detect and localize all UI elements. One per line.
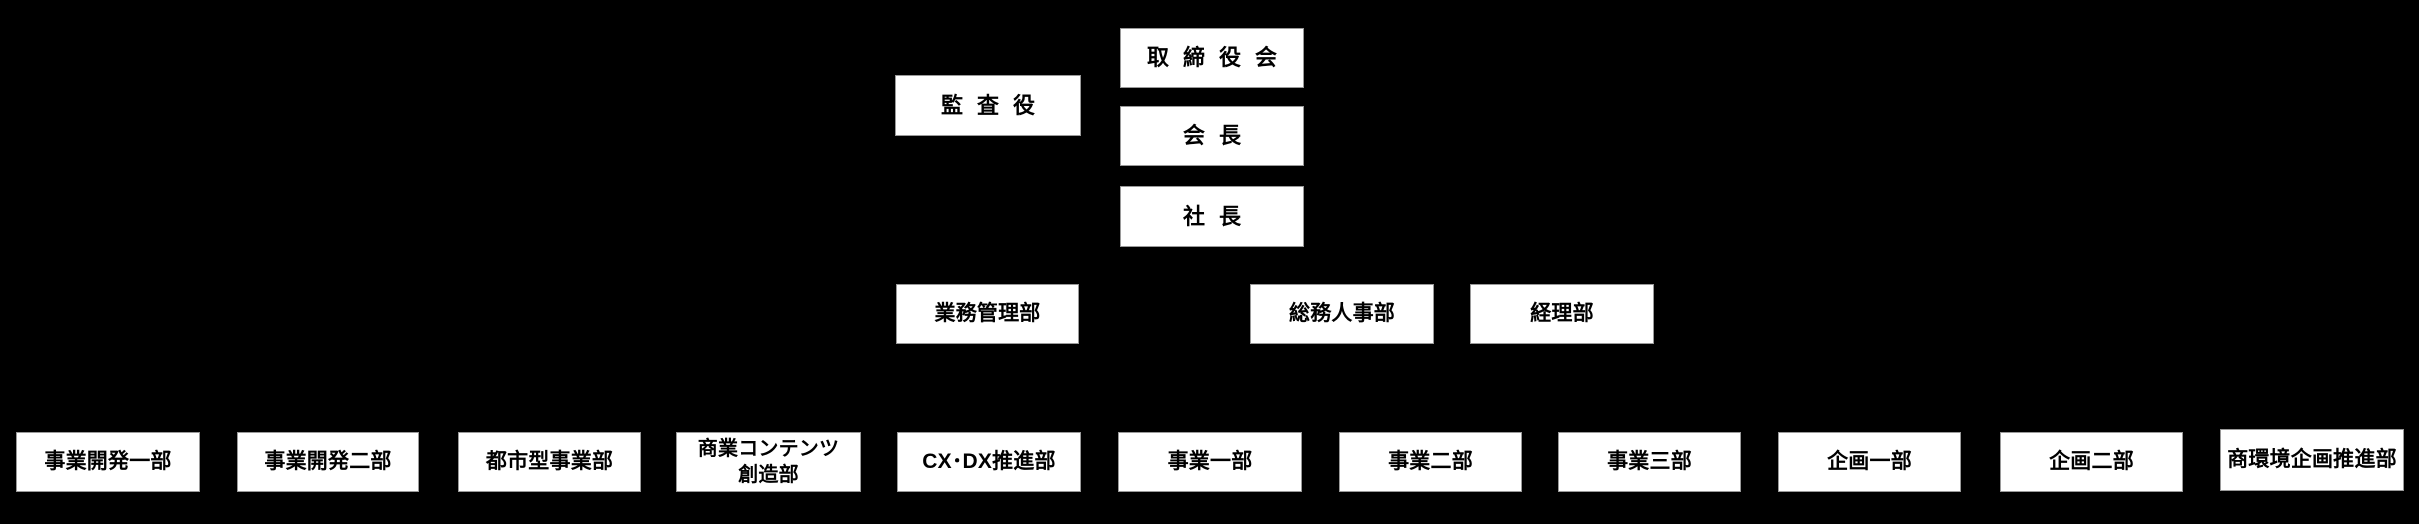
node-chairman[interactable]: 会長 bbox=[1120, 106, 1304, 166]
node-commercial-content-creation-dept[interactable]: 商業コンテンツ 創造部 bbox=[676, 432, 861, 492]
node-planning-dept-2[interactable]: 企画二部 bbox=[2000, 432, 2183, 492]
node-cx-dx-promotion-dept[interactable]: CX･DX推進部 bbox=[897, 432, 1081, 492]
node-general-affairs-hr-dept[interactable]: 総務人事部 bbox=[1250, 284, 1434, 344]
node-business-management-dept[interactable]: 業務管理部 bbox=[896, 284, 1079, 344]
node-business-development-dept-1[interactable]: 事業開発一部 bbox=[16, 432, 200, 492]
node-urban-business-dept[interactable]: 都市型事業部 bbox=[458, 432, 641, 492]
node-president[interactable]: 社長 bbox=[1120, 186, 1304, 247]
node-board-of-directors[interactable]: 取締役会 bbox=[1120, 28, 1304, 88]
node-business-dept-3[interactable]: 事業三部 bbox=[1558, 432, 1741, 492]
node-business-development-dept-2[interactable]: 事業開発二部 bbox=[237, 432, 419, 492]
node-auditor[interactable]: 監査役 bbox=[895, 75, 1081, 136]
node-accounting-dept[interactable]: 経理部 bbox=[1470, 284, 1654, 344]
node-business-dept-2[interactable]: 事業二部 bbox=[1339, 432, 1522, 492]
node-planning-dept-1[interactable]: 企画一部 bbox=[1778, 432, 1961, 492]
node-business-dept-1[interactable]: 事業一部 bbox=[1118, 432, 1302, 492]
node-commercial-environment-planning-promotion-dept[interactable]: 商環境企画推進部 bbox=[2220, 429, 2404, 491]
